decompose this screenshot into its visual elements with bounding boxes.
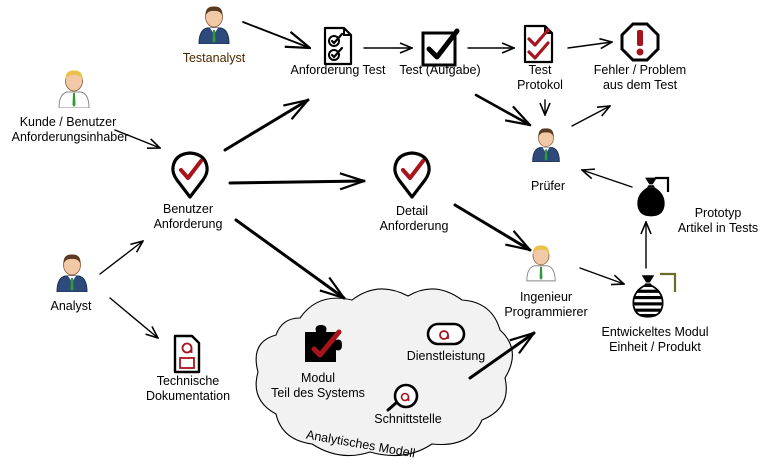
schnittstelle-label: Schnittstelle [374, 412, 441, 426]
kunde-label-line1: Kunde / Benutzer [20, 115, 117, 129]
edge-analyst-to-dokumentation [109, 297, 158, 338]
doku-label-line1: Technische [157, 374, 220, 388]
edge-kunde-to-benutzer-anforderung [114, 129, 160, 148]
person-icon [532, 127, 560, 162]
node-test-aufgabe: Test (Aufgabe) [399, 31, 481, 77]
node-entwickeltes-modul: Entwickeltes Modul Einheit / Produkt [602, 272, 709, 354]
corner-marker-icon [660, 272, 677, 292]
node-technische-dokumentation: Technische Dokumentation [146, 334, 230, 403]
person-icon [198, 5, 230, 44]
edge-test-aufgabe-to-pruefer [474, 93, 530, 125]
modul-entwickelt-label-line1: Entwickeltes Modul [602, 325, 709, 339]
node-test-protokol: Test Protokol [517, 24, 563, 92]
detail-label-line1: Detail [396, 204, 428, 218]
protokol-label-line1: Test [529, 63, 552, 77]
analyst-label: Analyst [51, 299, 93, 313]
dienstleistung-label: Dienstleistung [407, 349, 486, 363]
ingenieur-label-line1: Ingenieur [520, 290, 572, 304]
edge-prototyp-to-pruefer [582, 170, 633, 188]
service-icon [426, 322, 466, 346]
edges [99, 21, 646, 380]
corner-marker-icon [655, 176, 670, 192]
stop-sign-icon [620, 22, 660, 62]
document-icon [173, 334, 201, 374]
fehler-label-line2: aus dem Test [603, 78, 678, 92]
edge-benutzer-anforderung-to-detail [228, 181, 366, 183]
node-kunde: Kunde / Benutzer Anforderungsinhaber [12, 69, 129, 144]
node-anforderung-test: Anforderung Test [291, 26, 386, 77]
requirement-pin-icon [392, 151, 432, 199]
prototyp-label-line2: Artikel in Tests [678, 221, 758, 235]
node-ingenieur: Ingenieur Programmierer [504, 244, 588, 319]
edge-testanalyst-to-anforderung-test [242, 21, 310, 48]
edge-detail-to-ingenieur [453, 203, 530, 250]
protocol-document-icon [523, 24, 554, 64]
edge-analyst-to-benutzer-anforderung [99, 241, 143, 275]
edge-protokol-to-fehler [567, 42, 612, 48]
detail-label-line2: Anforderung [380, 219, 449, 233]
node-modul: Modul Teil des Systems [271, 325, 365, 400]
edge-ingenieur-to-modul [579, 267, 624, 284]
node-dienstleistung: Dienstleistung [407, 322, 486, 363]
test-aufgabe-label: Test (Aufgabe) [399, 63, 480, 77]
edge-cloud-to-ingenieur [468, 333, 534, 380]
node-schnittstelle: Schnittstelle [374, 383, 442, 426]
edge-pruefer-to-fehler [571, 106, 610, 127]
node-testanalyst: Testanalyst [183, 5, 246, 65]
benutzer-label-line2: Anforderung [154, 217, 223, 231]
testanalyst-label: Testanalyst [183, 51, 246, 65]
customer-icon [58, 69, 90, 108]
node-detail-anforderung: Detail Anforderung [380, 151, 449, 233]
modul-label-line2: Teil des Systems [271, 386, 365, 400]
modul-entwickelt-label-line2: Einheit / Produkt [609, 340, 701, 354]
prototyp-label-line1: Prototyp [695, 206, 742, 220]
node-pruefer: Prüfer [531, 127, 565, 193]
bag-icon [632, 274, 664, 318]
benutzer-label-line1: Benutzer [163, 202, 213, 216]
edge-benutzer-anforderung-to-cloud [234, 218, 344, 298]
task-checkbox-icon [423, 31, 457, 65]
node-benutzer-anforderung: Benutzer Anforderung [154, 151, 223, 231]
kunde-label-line2: Anforderungsinhaber [12, 130, 129, 144]
checklist-icon [323, 26, 353, 66]
node-analyst: Analyst [51, 253, 93, 313]
requirement-pin-icon [170, 151, 210, 199]
node-prototyp: Prototyp Artikel in Tests [637, 176, 758, 235]
ingenieur-label-line2: Programmierer [504, 305, 587, 319]
person-icon [56, 253, 88, 292]
modul-label-line1: Modul [301, 371, 335, 385]
node-fehler: Fehler / Problem aus dem Test [594, 22, 686, 92]
protokol-label-line2: Protokol [517, 78, 563, 92]
edge-benutzer-anforderung-to-anforderung-test [223, 100, 308, 152]
doku-label-line2: Dokumentation [146, 389, 230, 403]
pruefer-label: Prüfer [531, 179, 565, 193]
analytical-model-cloud [255, 288, 513, 457]
bag-icon [637, 177, 665, 217]
fehler-label-line1: Fehler / Problem [594, 63, 686, 77]
anforderung-test-label: Anforderung Test [291, 63, 386, 77]
